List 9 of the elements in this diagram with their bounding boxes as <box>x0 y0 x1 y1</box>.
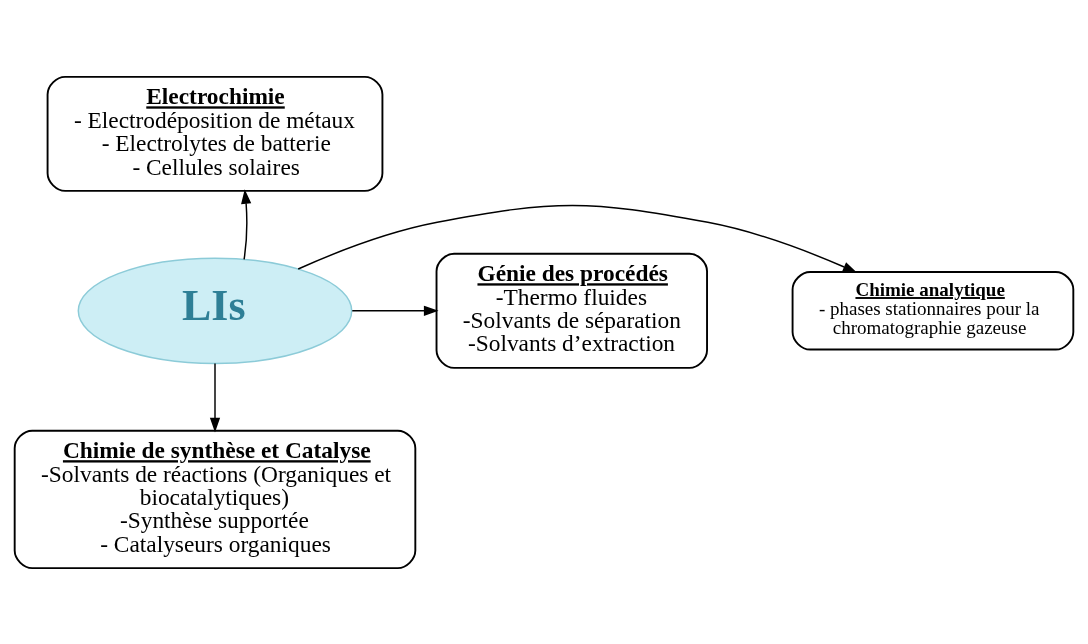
node-box: Chimie analytique - phases stationnaires pour la chromatographie gazeuse <box>791 270 1075 350</box>
node-box: Génie des procédés -Thermo fluides -Solvants de séparation -Solvants d’extraction <box>435 252 708 369</box>
arrow <box>241 188 252 260</box>
node-box: Chimie de synthèse et Catalyse -Solvants de réactions (Organiques et biocatalytiques) -Synthèse supportée - Catalyseurs organiques <box>13 429 417 569</box>
arrow <box>297 204 858 273</box>
node-box: Electrochimie - Electrodéposition de métaux - Electrolytes de batterie - Cellules solaires <box>46 75 384 192</box>
node-ellipse: LIs <box>77 256 353 364</box>
arrow <box>209 362 221 432</box>
arrow <box>351 305 439 316</box>
